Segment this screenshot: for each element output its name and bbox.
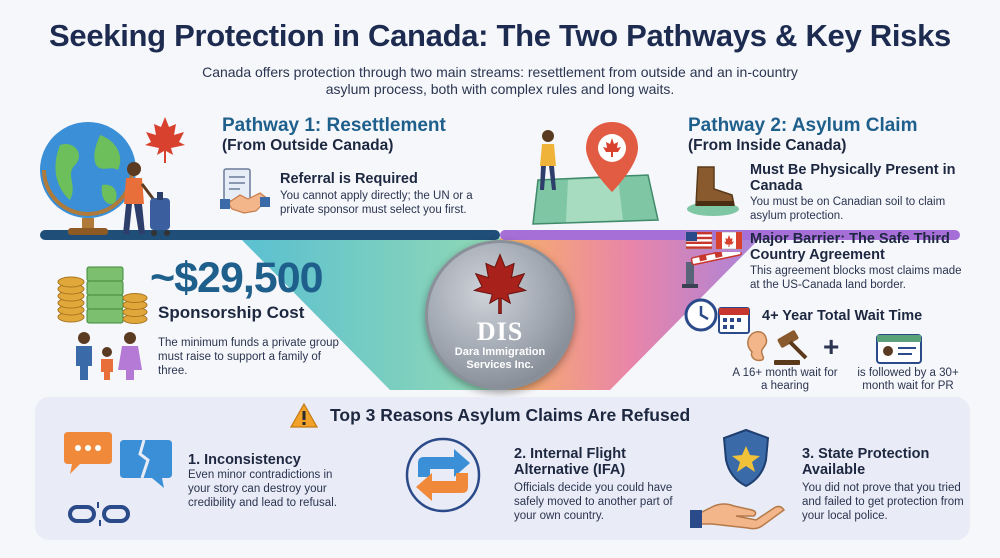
reason-3-desc: You did not prove that you tried and fai…	[802, 482, 964, 522]
gavel-icon	[774, 330, 808, 365]
page-subtitle: Canada offers protection through two mai…	[202, 64, 798, 97]
sponsorship-cost-desc: The minimum funds a private group must r…	[158, 337, 339, 377]
calendar-icon	[718, 307, 750, 334]
traveler-icon	[123, 162, 170, 236]
speech-bubble-icon	[64, 432, 172, 488]
plus-sign: +	[823, 331, 840, 362]
logo-company-name: Dara Immigration Services Inc.	[454, 346, 546, 371]
reason-3-title: 3. State Protection Available	[802, 446, 930, 478]
barrier-title: Major Barrier: The Safe Third Country Ag…	[750, 231, 950, 263]
hand-icon	[690, 503, 786, 530]
reason-1-desc: Even minor contradictions in your story …	[188, 469, 337, 509]
clock-icon	[684, 298, 718, 332]
logo-initials: DIS	[476, 317, 524, 346]
presence-desc: You must be on Canadian soil to claim as…	[750, 196, 946, 222]
shield-icon	[722, 428, 770, 488]
reason-1-title: 1. Inconsistency	[188, 452, 301, 468]
barrier-icon	[682, 252, 742, 288]
boot-icon	[687, 166, 739, 216]
presence-title: Must Be Physically Present in Canada	[750, 162, 956, 194]
ear-icon	[747, 331, 768, 362]
flag-icon	[685, 231, 743, 250]
hearing-wait: A 16+ month wait for a hearing	[732, 367, 838, 392]
warning-icon	[290, 403, 318, 428]
pathway1-title: Pathway 1: Resettlement	[222, 115, 446, 136]
pathway2-subtitle: (From Inside Canada)	[688, 137, 847, 154]
broken-chain-icon	[68, 502, 130, 526]
sponsorship-cost-label: Sponsorship Cost	[158, 303, 305, 322]
wait-title: 4+ Year Total Wait Time	[762, 308, 923, 324]
arrows-icon	[405, 437, 481, 513]
refusals-title: Top 3 Reasons Asylum Claims Are Refused	[330, 405, 691, 425]
id-card-icon	[876, 334, 922, 364]
page-title: Seeking Protection in Canada: The Two Pa…	[49, 18, 951, 53]
logo-maple-leaf-icon	[472, 253, 528, 314]
referral-desc: You cannot apply directly; the UN or a p…	[280, 190, 473, 216]
reason-2-desc: Officials decide you could have safely m…	[514, 482, 673, 522]
sponsorship-amount: ~$29,500	[150, 254, 324, 302]
referral-title: Referral is Required	[280, 171, 418, 187]
reason-2-title: 2. Internal Flight Alternative (IFA)	[514, 446, 626, 478]
family-icon	[76, 332, 142, 380]
pathway1-subtitle: (From Outside Canada)	[222, 137, 394, 154]
refusal-reasons-panel	[35, 397, 970, 540]
barrier-desc: This agreement blocks most claims made a…	[750, 265, 962, 291]
pr-wait: is followed by a 30+ month wait for PR	[857, 367, 959, 392]
map-pin-icon	[532, 122, 659, 225]
pathway2-title: Pathway 2: Asylum Claim	[688, 115, 918, 136]
handshake-icon	[220, 168, 270, 214]
money-icon	[57, 266, 148, 324]
maple-leaf-icon	[145, 117, 185, 163]
